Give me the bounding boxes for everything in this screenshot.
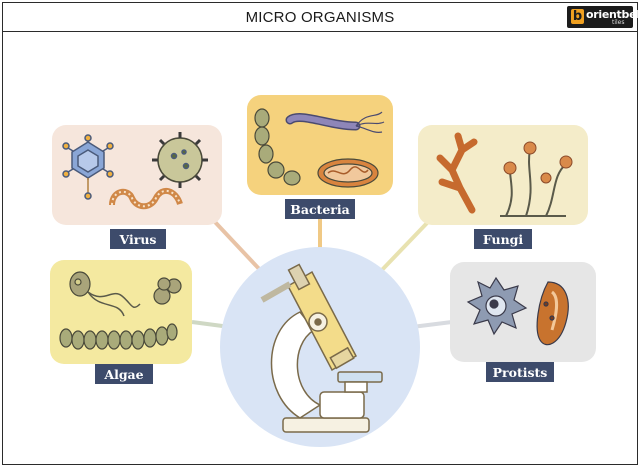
protists-card	[450, 262, 596, 362]
virus-label: Virus	[119, 232, 157, 247]
algae-label: Algae	[103, 367, 143, 382]
connector-virus	[213, 220, 264, 274]
virus-label-box	[110, 229, 166, 249]
connectors	[191, 216, 453, 329]
bacteria-icon	[254, 108, 385, 188]
fungi-card	[418, 125, 588, 225]
algae-icon	[59, 271, 182, 350]
brand-logo: b orientbell tiles	[567, 6, 640, 28]
page-title: MICRO ORGANISMS	[245, 9, 395, 26]
protists-label-box	[486, 362, 554, 382]
logo-subtitle: tiles	[612, 19, 625, 26]
algae-label-box	[95, 364, 153, 384]
node-fungi: Fungi	[418, 125, 588, 249]
node-protists: Protists	[450, 262, 596, 382]
fungi-icon	[436, 132, 573, 217]
connector-protists	[411, 320, 453, 329]
protists-label: Protists	[493, 365, 548, 380]
node-virus: Virus	[52, 125, 222, 249]
bacteria-label: Bacteria	[290, 202, 349, 217]
logo-mark-icon: b	[571, 9, 584, 24]
node-algae: Algae	[50, 260, 192, 384]
protists-icon	[466, 276, 569, 346]
fungi-label: Fungi	[483, 232, 524, 247]
virus-icon	[62, 132, 208, 210]
header: MICRO ORGANISMS b orientbell tiles	[3, 3, 640, 32]
node-bacteria: Bacteria	[247, 95, 393, 219]
logo-brand-name: orientbell	[586, 8, 640, 21]
microscope-icon	[260, 263, 383, 433]
connector-fungi	[378, 220, 430, 274]
bacteria-label-box	[285, 199, 355, 219]
fungi-label-box	[474, 229, 532, 249]
